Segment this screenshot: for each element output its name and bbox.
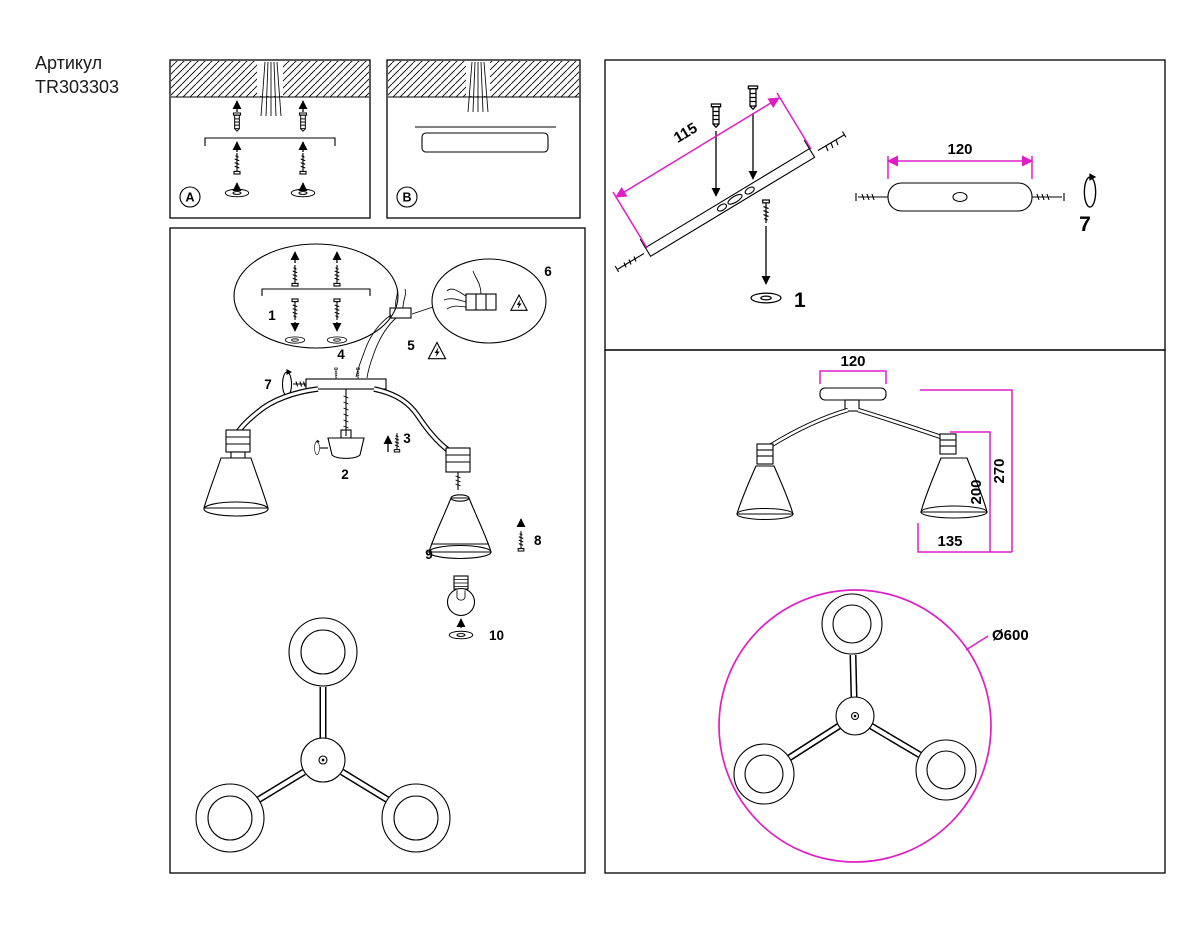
bottom-view <box>718 589 992 863</box>
panel-b: B <box>386 59 581 219</box>
terminal-block <box>465 293 497 311</box>
dim-diameter: Ø600 <box>965 627 1029 651</box>
diameter-circle <box>718 589 992 863</box>
article-number: TR303303 <box>35 76 120 97</box>
part-label-2: 2 <box>341 467 349 482</box>
dim-270: 270 <box>920 389 1013 552</box>
end-screw-right <box>817 131 847 152</box>
right-shade <box>428 494 492 560</box>
bracket-panel: 1 115 120 7 <box>604 59 1166 351</box>
variant-b-badge: B <box>396 186 418 208</box>
part-label-4: 4 <box>337 347 345 362</box>
warning-icon <box>510 294 528 311</box>
panel-a-border <box>169 59 371 219</box>
bulb-icon <box>446 575 476 617</box>
dim-diameter-label: Ø600 <box>992 627 1029 644</box>
part-label-10: 10 <box>489 628 504 643</box>
part-label-3: 3 <box>403 431 411 446</box>
right-socket <box>445 447 471 490</box>
screw-7-symbol: 7 <box>1079 172 1097 236</box>
right-arm <box>373 386 450 453</box>
article-label: Артикул <box>35 53 103 73</box>
variant-b-label: B <box>402 191 411 205</box>
anchor-icon <box>232 100 308 132</box>
part-label-5: 5 <box>407 338 415 353</box>
part-label-6: 6 <box>544 264 552 279</box>
mounting-bracket <box>204 137 336 146</box>
washer-icon <box>224 182 316 198</box>
panel-a: A <box>169 59 371 219</box>
part-label-1: 1 <box>268 308 276 323</box>
dim-270-label: 270 <box>991 458 1008 483</box>
dim-200-label: 200 <box>968 479 985 504</box>
dim-135-label: 135 <box>937 533 962 550</box>
anchor-icon <box>710 85 759 197</box>
assembly-panel: 1 6 4 5 <box>169 227 586 874</box>
screw-with-washer: 1 <box>750 199 806 312</box>
rotation-arrow-icon <box>1083 172 1097 208</box>
terminal-balloon: 6 <box>411 258 552 344</box>
left-arm <box>235 386 319 434</box>
screw-icon <box>232 141 308 175</box>
part-anchor-label: 1 <box>794 289 806 312</box>
wiring-part <box>355 287 412 379</box>
mounting-bar <box>305 367 387 390</box>
dim-canopy-label: 120 <box>840 353 865 370</box>
dim-115-label: 115 <box>671 120 701 147</box>
dim-115: 115 <box>612 92 812 249</box>
warning-icon <box>427 341 447 360</box>
dim-canopy-120: 120 <box>819 353 887 384</box>
bottom-plan-view <box>195 617 451 853</box>
left-shade <box>203 457 269 517</box>
rotation-arrow-icon <box>314 439 321 455</box>
screw-part-8: 8 <box>516 518 542 552</box>
wire-bundle <box>260 61 282 117</box>
dim-135: 135 <box>917 523 1012 553</box>
iso-bracket <box>639 139 816 258</box>
variant-a-badge: A <box>179 186 201 208</box>
dim-120: 120 <box>886 141 1034 179</box>
dimensions-panel: 120 270 200 135 <box>604 349 1166 874</box>
article-block: Артикул TR303303 <box>35 52 119 100</box>
assembly-panel-border <box>169 227 586 874</box>
variant-a-label: A <box>185 191 194 205</box>
mounting-detail-balloon: 1 <box>233 243 399 349</box>
front-view-lamp <box>736 387 988 521</box>
front-bracket <box>855 182 1065 212</box>
dim-200: 200 <box>950 431 991 552</box>
bracket-panel-border <box>604 59 1166 351</box>
canopy-part-2: 2 <box>314 429 365 482</box>
dimensions-panel-border <box>604 349 1166 874</box>
screw-part-7: 7 <box>264 368 306 397</box>
end-screw-left <box>614 253 645 273</box>
part-screw-label: 7 <box>1079 213 1091 236</box>
washer-part-10: 10 <box>448 618 504 643</box>
part-label-8: 8 <box>534 533 542 548</box>
screw-part-3: 3 <box>383 431 411 453</box>
left-socket <box>225 429 251 459</box>
part-label-9: 9 <box>425 547 433 562</box>
ceiling-canopy <box>421 132 549 153</box>
dim-120-label: 120 <box>947 141 972 158</box>
wire-bundle <box>467 61 489 113</box>
part-label-7: 7 <box>264 377 272 392</box>
panel-b-border <box>386 59 581 219</box>
